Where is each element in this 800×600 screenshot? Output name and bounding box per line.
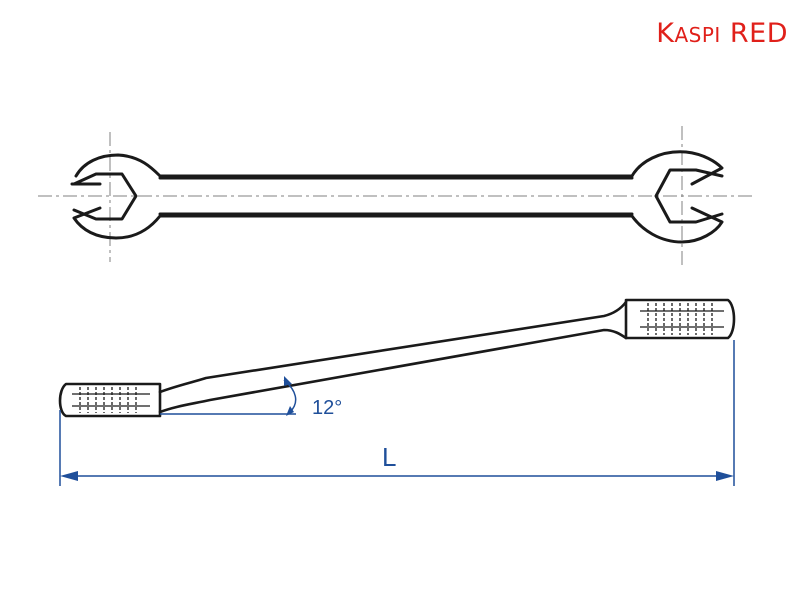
dimensions xyxy=(59,340,735,486)
brand-first-initial: K xyxy=(656,18,675,49)
length-arrow-left xyxy=(60,471,78,481)
brand-first-rest: ASPI xyxy=(674,23,721,47)
right-knurl xyxy=(647,303,713,335)
left-knurl xyxy=(79,387,137,413)
right-hex-opening xyxy=(654,168,724,224)
side-shaft xyxy=(158,300,628,414)
side-view xyxy=(58,298,736,418)
left-hex-opening xyxy=(72,172,138,221)
length-arrow-right xyxy=(716,471,734,481)
left-head-outline xyxy=(70,150,724,244)
top-view-outline xyxy=(70,150,724,244)
brand-logo: KASPI RED xyxy=(656,18,788,49)
angle-label: 12° xyxy=(312,397,342,419)
brand-second-word: RED xyxy=(729,18,788,49)
angle-arrow-bottom xyxy=(286,406,294,416)
top-view xyxy=(38,126,752,268)
length-label: L xyxy=(382,442,396,472)
side-left-head xyxy=(58,382,162,418)
side-right-head xyxy=(624,298,736,340)
angle-arrow-top xyxy=(284,376,292,386)
centerlines xyxy=(38,126,752,268)
